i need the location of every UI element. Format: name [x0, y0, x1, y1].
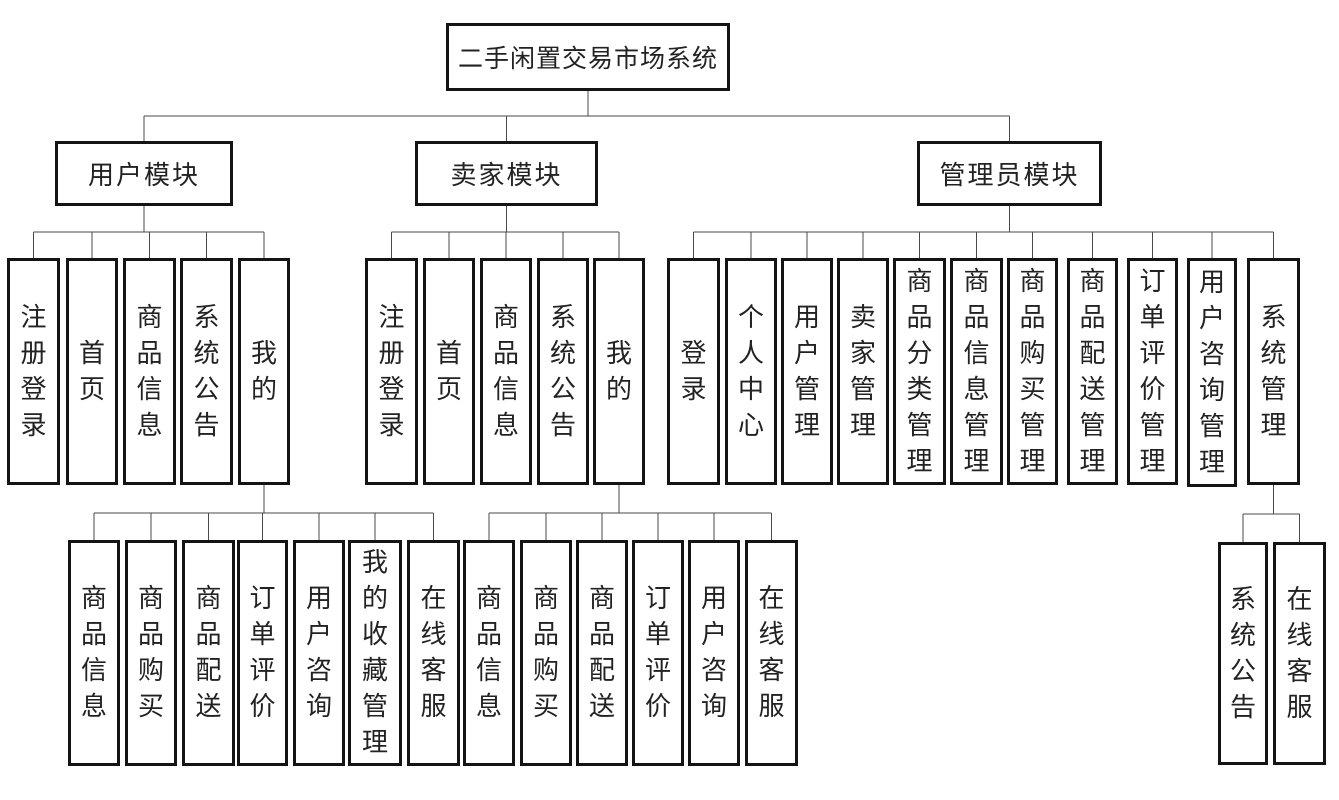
- node-label-admin-product-delivery-mgmt: 商 品 配 送 管 理: [1079, 266, 1106, 476]
- node-admin-product-info-mgmt: 商 品 信 息 管 理: [950, 258, 1003, 485]
- node-admin-login: 登 录: [667, 258, 720, 485]
- node-admin-order-review-mgmt: 订 单 评 价 管 理: [1127, 258, 1178, 485]
- node-root: 二手闲置交易市场系统: [446, 23, 730, 91]
- node-user-mine: 我 的: [238, 258, 290, 485]
- node-label-admin-personal-center: 个 人 中 心: [737, 302, 764, 440]
- node-label-seller-mine-product-buy: 商 品 购 买: [532, 584, 559, 721]
- node-label-user-home: 首 页: [78, 338, 105, 404]
- node-user-register-login: 注 册 登 录: [7, 258, 60, 485]
- node-user-system-notice: 系 统 公 告: [180, 258, 233, 485]
- node-seller-mine: 我 的: [593, 258, 645, 485]
- node-label-admin-product-info-mgmt: 商 品 信 息 管 理: [963, 266, 990, 476]
- node-admin-user-mgmt: 用 户 管 理: [781, 258, 833, 485]
- node-label-seller-module: 卖家模块: [450, 161, 563, 190]
- node-seller-home: 首 页: [423, 258, 475, 485]
- node-user-mine-product-buy: 商 品 购 买: [125, 540, 177, 766]
- node-label-seller-product-info: 商 品 信 息: [492, 302, 519, 440]
- node-label-admin-module: 管理员模块: [939, 161, 1080, 190]
- node-label-admin-user-consult-mgmt: 用 户 咨 询 管 理: [1198, 267, 1225, 477]
- node-label-user-mine-product-buy: 商 品 购 买: [137, 584, 164, 721]
- node-user-home: 首 页: [66, 258, 118, 485]
- node-admin-personal-center: 个 人 中 心: [725, 258, 777, 485]
- node-admin-product-buy-mgmt: 商 品 购 买 管 理: [1007, 258, 1058, 485]
- node-user-module: 用户模块: [55, 141, 233, 206]
- node-seller-mine-product-buy: 商 品 购 买: [520, 540, 572, 766]
- node-user-mine-order-review: 订 单 评 价: [237, 540, 288, 766]
- node-admin-product-delivery-mgmt: 商 品 配 送 管 理: [1067, 258, 1118, 485]
- node-label-user-mine-product-info: 商 品 信 息: [80, 584, 107, 721]
- node-label-user-mine-order-review: 订 单 评 价: [249, 584, 276, 721]
- node-admin-product-category-mgmt: 商 品 分 类 管 理: [893, 258, 946, 485]
- node-seller-mine-product-info: 商 品 信 息: [463, 540, 515, 766]
- node-label-user-system-notice: 系 统 公 告: [193, 302, 220, 440]
- node-seller-system-notice: 系 统 公 告: [537, 258, 589, 485]
- node-label-seller-mine: 我 的: [605, 338, 632, 404]
- node-label-admin-sys-online-service: 在 线 客 服: [1286, 584, 1313, 722]
- node-label-user-mine: 我 的: [250, 338, 277, 404]
- node-label-user-mine-product-delivery: 商 品 配 送: [195, 584, 222, 721]
- node-admin-sys-online-service: 在 线 客 服: [1273, 542, 1326, 765]
- node-user-mine-product-info: 商 品 信 息: [68, 540, 120, 766]
- node-seller-module: 卖家模块: [415, 141, 598, 206]
- node-label-user-product-info: 商 品 信 息: [136, 302, 163, 440]
- node-label-seller-mine-online-service: 在 线 客 服: [758, 584, 785, 721]
- node-label-user-mine-user-consult: 用 户 咨 询: [305, 584, 332, 721]
- node-label-seller-mine-user-consult: 用 户 咨 询: [700, 584, 727, 721]
- node-admin-system-mgmt: 系 统 管 理: [1247, 258, 1300, 485]
- node-label-seller-home: 首 页: [435, 338, 462, 404]
- node-user-mine-user-consult: 用 户 咨 询: [293, 540, 345, 766]
- node-seller-register-login: 注 册 登 录: [365, 258, 418, 485]
- node-label-seller-system-notice: 系 统 公 告: [549, 302, 576, 440]
- node-label-admin-product-buy-mgmt: 商 品 购 买 管 理: [1019, 266, 1046, 476]
- node-user-mine-product-delivery: 商 品 配 送: [182, 540, 235, 766]
- node-label-admin-product-category-mgmt: 商 品 分 类 管 理: [906, 266, 933, 476]
- node-label-seller-mine-order-review: 订 单 评 价: [644, 584, 671, 721]
- node-label-admin-login: 登 录: [680, 338, 707, 404]
- node-label-admin-sys-system-notice: 系 统 公 告: [1229, 584, 1256, 722]
- node-label-admin-system-mgmt: 系 统 管 理: [1260, 302, 1287, 440]
- node-seller-product-info: 商 品 信 息: [480, 258, 532, 485]
- node-admin-seller-mgmt: 卖 家 管 理: [837, 258, 889, 485]
- node-seller-mine-product-delivery: 商 品 配 送: [576, 540, 628, 766]
- node-seller-mine-user-consult: 用 户 咨 询: [688, 540, 740, 766]
- node-admin-module: 管理员模块: [917, 141, 1102, 206]
- node-user-mine-favorites-mgmt: 我 的 收 藏 管 理: [348, 540, 402, 766]
- node-label-admin-user-mgmt: 用 户 管 理: [793, 302, 820, 440]
- node-admin-user-consult-mgmt: 用 户 咨 询 管 理: [1187, 258, 1237, 487]
- node-user-product-info: 商 品 信 息: [123, 258, 176, 485]
- node-label-admin-order-review-mgmt: 订 单 评 价 管 理: [1139, 266, 1166, 476]
- node-seller-mine-order-review: 订 单 评 价: [632, 540, 684, 766]
- node-admin-sys-system-notice: 系 统 公 告: [1218, 542, 1268, 765]
- node-label-user-mine-favorites-mgmt: 我 的 收 藏 管 理: [361, 548, 388, 757]
- node-label-seller-mine-product-info: 商 品 信 息: [475, 584, 502, 721]
- node-label-user-register-login: 注 册 登 录: [20, 302, 47, 440]
- node-label-user-mine-online-service: 在 线 客 服: [420, 584, 447, 721]
- node-label-seller-mine-product-delivery: 商 品 配 送: [588, 584, 615, 721]
- node-seller-mine-online-service: 在 线 客 服: [745, 540, 798, 766]
- node-label-root: 二手闲置交易市场系统: [457, 46, 718, 73]
- node-label-admin-seller-mgmt: 卖 家 管 理: [849, 302, 876, 440]
- node-user-mine-online-service: 在 线 客 服: [407, 540, 460, 766]
- node-label-seller-register-login: 注 册 登 录: [378, 302, 405, 440]
- node-label-user-module: 用户模块: [87, 161, 200, 190]
